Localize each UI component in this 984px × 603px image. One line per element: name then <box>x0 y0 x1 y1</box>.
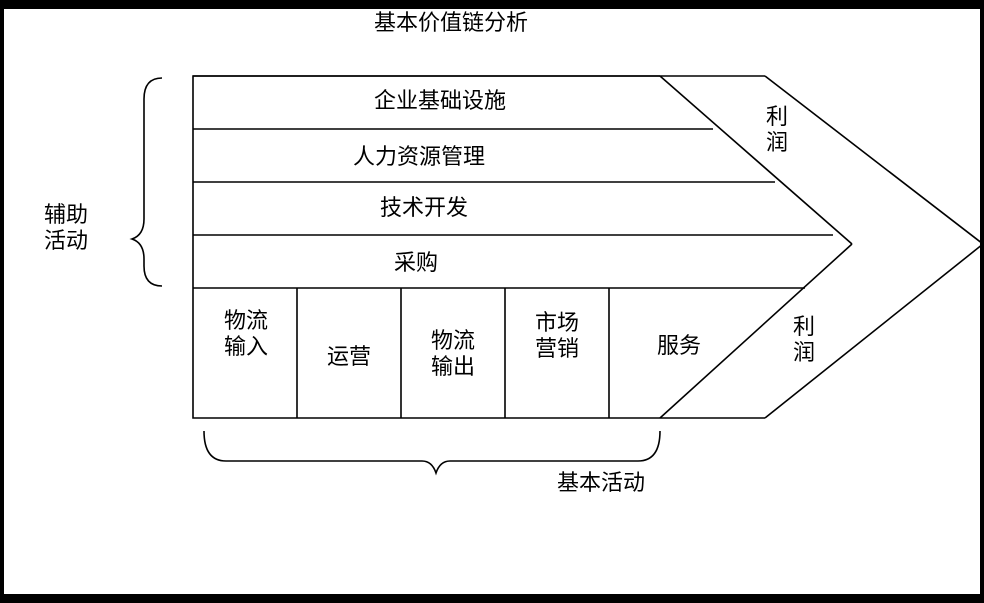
value-chain-diagram <box>129 75 980 476</box>
margin-label-top: 利 润 <box>765 105 788 156</box>
primary-group-label: 基本活动 <box>556 471 646 496</box>
diagram-canvas: 基本价值链分析 辅助 活动 企业基础设施 人力资源管理 技术开发 采购 物流 输… <box>4 9 980 594</box>
support-row-technology-development: 技术开发 <box>379 196 469 221</box>
arrow-upper-diagonal <box>764 75 980 243</box>
support-row-hr-management: 人力资源管理 <box>352 145 486 170</box>
margin-inner-lower-diagonal <box>659 243 853 419</box>
margin-label-bottom: 利 润 <box>792 315 815 366</box>
margin-inner-upper-diagonal <box>659 75 853 245</box>
support-row-infrastructure: 企业基础设施 <box>373 89 507 114</box>
diagram-title: 基本价值链分析 <box>373 11 529 36</box>
arrow-lower-diagonal <box>764 245 980 419</box>
support-group-label-line2: 活动 <box>43 229 88 254</box>
primary-cell-operations: 运营 <box>326 345 371 370</box>
support-row-procurement: 采购 <box>393 251 439 276</box>
primary-cell-inbound-logistics: 物流 输入 <box>223 309 268 360</box>
primary-cell-service: 服务 <box>656 334 701 359</box>
primary-cell-marketing-sales: 市场 营销 <box>534 311 579 362</box>
support-group-label: 辅助 活动 <box>38 203 94 255</box>
primary-brace <box>203 430 661 476</box>
support-brace <box>129 77 163 287</box>
support-group-label-line1: 辅助 <box>43 203 88 228</box>
primary-cell-outbound-logistics: 物流 输出 <box>430 329 475 380</box>
